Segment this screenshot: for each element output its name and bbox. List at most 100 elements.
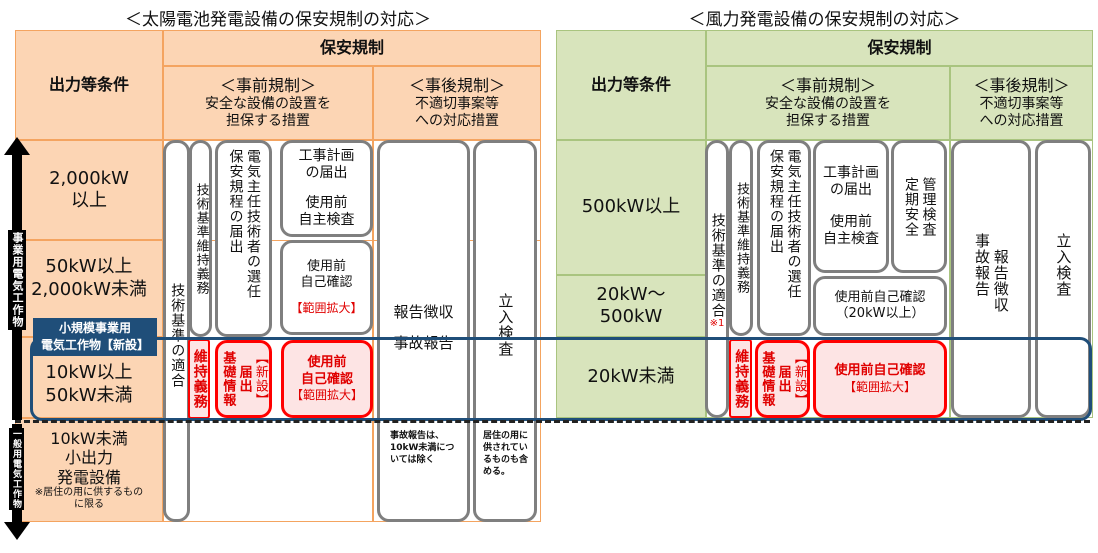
wind-tech-conform-box: 技術基準の適合※1: [705, 140, 729, 418]
wind-chief-engineer-box: 保安規程の届出電気主任技術者の選任: [757, 140, 811, 336]
box-label: 使用前: [830, 213, 872, 230]
box-label: 定期安全: [903, 176, 919, 237]
pre-desc: 担保する措置: [786, 113, 870, 129]
category-divider: [15, 420, 1090, 423]
wind-periodic-inspect-box: 定期安全管理検査: [891, 140, 947, 273]
solar-basic-info-box: 基礎情報届出【新設】: [215, 340, 272, 418]
row-label: 発電設備: [56, 467, 121, 487]
wind-pre-regulation-header: ＜事前規制＞ 安全な設備の設置を 担保する措置: [706, 66, 950, 140]
wind-maintain-new-box: 維持義務: [729, 339, 752, 418]
box-label: 保安規程の届出: [227, 149, 244, 254]
box-label: 立入検査: [496, 293, 515, 357]
box-label: 報告徴収: [991, 249, 1010, 313]
solar-report-box: 報告徴収事故報告: [377, 140, 470, 522]
box-label: 【新設】: [252, 351, 268, 407]
wind-row-under-20kw: 20kW未満: [556, 337, 706, 418]
box-label: 使用前自己確認: [834, 289, 926, 305]
box-label: の届出: [305, 165, 348, 181]
solar-title: ＜太陽電池発電設備の保安規制の対応＞: [125, 10, 431, 30]
label-line: 小規模事業用: [58, 321, 131, 335]
box-label: 基礎情報: [220, 351, 236, 407]
box-label: 保安規程の届出: [768, 149, 784, 254]
solar-tech-conform-box: 技術基準の適合: [163, 140, 190, 522]
box-label: 使用前: [306, 258, 346, 274]
row-label: 小出力: [64, 448, 113, 468]
row-label: 10kW以上: [45, 362, 133, 383]
box-label: 【新設】: [791, 351, 807, 407]
small-business-label: 小規模事業用電気工作物【新設】: [33, 318, 157, 356]
row-label: 20kW未満: [587, 366, 675, 388]
box-label: 立入検査: [1054, 233, 1073, 297]
row-label: 50kW未満: [45, 384, 133, 406]
wind-row-20-500kw: 20kW～500kW: [556, 275, 706, 337]
box-label: 報告徴収: [393, 303, 454, 321]
solar-construction-plan-box: 工事計画の届出使用前自主検査: [280, 140, 373, 237]
row-label: 500kW以上: [581, 196, 681, 218]
box-label: 工事計画: [823, 164, 879, 181]
pre-title: ＜事前規制＞: [779, 75, 876, 95]
box-label: 自主検査: [823, 231, 879, 247]
arrow-down-icon: [4, 522, 30, 540]
box-label: 技術基準の適合: [169, 283, 186, 388]
solar-pre-regulation-header: ＜事前規制＞ 安全な設備の設置を 担保する措置: [163, 66, 373, 140]
box-label: 管理検査: [920, 176, 937, 237]
wind-tech-maintain-box: 技術基準維持義務: [729, 140, 753, 336]
box-label: の届出: [830, 182, 872, 198]
box-label: 【範囲拡大】: [290, 301, 363, 316]
pre-title: ＜事前規制＞: [219, 75, 316, 95]
box-label: 自主検査: [298, 212, 355, 228]
box-label: 使用前: [305, 194, 348, 211]
solar-condition-header: 出力等条件: [15, 30, 163, 140]
solar-regulation-header: 保安規制: [163, 30, 541, 66]
business-label: 事業用電気工作物: [8, 230, 26, 330]
solar-maintain-new-box: 維持義務: [188, 339, 210, 419]
row-label: 以上: [71, 190, 107, 211]
row-label: 10kW未満: [50, 429, 128, 449]
box-label: 技術基準維持義務: [193, 182, 209, 295]
general-label: 一般用電気工作物: [9, 428, 24, 510]
row-label: 50kW以上: [45, 256, 133, 277]
solar-row-under-10kw: 10kW未満小出力発電設備※居住の用に供するものに限る: [15, 418, 163, 522]
wind-post-regulation-header: ＜事後規制＞ 不適切事案等 への対応措置: [950, 66, 1093, 140]
box-label: 電気主任技術者の選任: [785, 149, 802, 299]
pre-desc: 安全な設備の設置を: [765, 95, 891, 112]
solar-self-confirm-new-box: 使用前自己確認【範囲拡大】: [281, 340, 373, 418]
box-label: 【範囲拡大】: [290, 387, 363, 402]
wind-construction-plan-box: 工事計画の届出使用前自主検査: [813, 140, 889, 273]
box-label: 電気主任技術者の選任: [245, 149, 261, 299]
wind-basic-info-box: 基礎情報届出【新設】: [755, 340, 810, 418]
post-desc: への対応措置: [979, 113, 1064, 129]
row-label: 500kW: [599, 306, 663, 327]
box-label: 技術基準維持義務: [734, 182, 750, 294]
wind-self-confirm-new-box: 使用前自己確認【範囲拡大】: [813, 340, 947, 418]
solar-self-confirm-box: 使用前自己確認【範囲拡大】: [280, 240, 373, 335]
post-desc: 不適切事案等: [979, 95, 1064, 112]
solar-chief-engineer-box: 保安規程の届出電気主任技術者の選任: [215, 140, 272, 337]
box-label: 事故報告: [973, 233, 991, 297]
accident-note: 事故報告は、10kW未満については除く: [390, 431, 455, 466]
pre-desc: 担保する措置: [226, 113, 310, 129]
row-note: に限る: [74, 498, 104, 510]
post-title: ＜事後規制＞: [408, 75, 505, 95]
box-label: （20kW以上）: [835, 306, 925, 321]
residence-note: 居住の用に供されているものも含める。: [483, 431, 529, 478]
box-label: 維持義務: [733, 348, 750, 409]
label-line: 電気工作物【新設】: [40, 337, 149, 352]
wind-regulation-header: 保安規制: [706, 30, 1093, 66]
box-label: 使用前: [307, 355, 347, 371]
box-label: 工事計画: [298, 147, 355, 164]
row-label: 20kW～: [596, 283, 666, 305]
box-label: 基礎情報: [759, 351, 775, 407]
box-label: 届出: [236, 365, 252, 393]
solar-post-regulation-header: ＜事後規制＞ 不適切事案等 への対応措置: [373, 66, 541, 140]
box-label: 自己確認: [300, 275, 353, 290]
wind-self-confirm-20kw-box: 使用前自己確認（20kW以上）: [813, 276, 947, 336]
wind-condition-header: 出力等条件: [556, 30, 706, 140]
row-label: 2,000kW: [49, 167, 129, 189]
row-label: 2,000kW未満: [31, 278, 147, 300]
box-footnote: ※1: [709, 318, 725, 329]
box-label: 維持義務: [191, 349, 208, 409]
wind-row-500kw: 500kW以上: [556, 140, 706, 275]
box-label: 使用前自己確認: [834, 363, 926, 379]
